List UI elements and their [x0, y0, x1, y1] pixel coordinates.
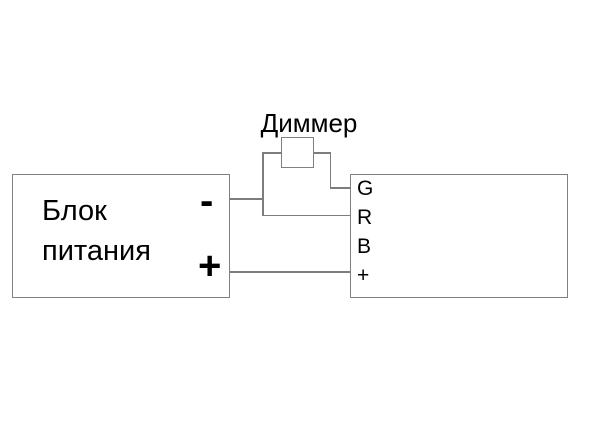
power-supply-minus-terminal: - [200, 179, 214, 223]
wire-plus-horizontal [230, 271, 350, 273]
wire-dimmer-left [262, 152, 283, 154]
rgb-terminal-list: G R B + [357, 174, 373, 290]
wire-dimmer-right [312, 152, 331, 154]
wire-g-vertical [329, 152, 331, 188]
terminal-plus-label: + [357, 264, 370, 287]
power-supply-box [12, 174, 230, 298]
terminal-r-label: R [357, 206, 373, 229]
terminal-g-label: G [357, 177, 374, 200]
wire-r-horizontal [262, 214, 350, 216]
dimmer-label: Диммер [260, 108, 358, 138]
rgb-device-box [350, 174, 568, 298]
wire-junction-vertical [262, 152, 264, 216]
wire-minus-to-junction [230, 198, 263, 200]
terminal-b-label: B [357, 235, 372, 258]
dimmer-box [281, 137, 314, 168]
wire-g-horizontal [329, 187, 351, 189]
power-supply-plus-terminal: + [198, 244, 222, 288]
power-supply-label: Блок питания [42, 195, 151, 267]
